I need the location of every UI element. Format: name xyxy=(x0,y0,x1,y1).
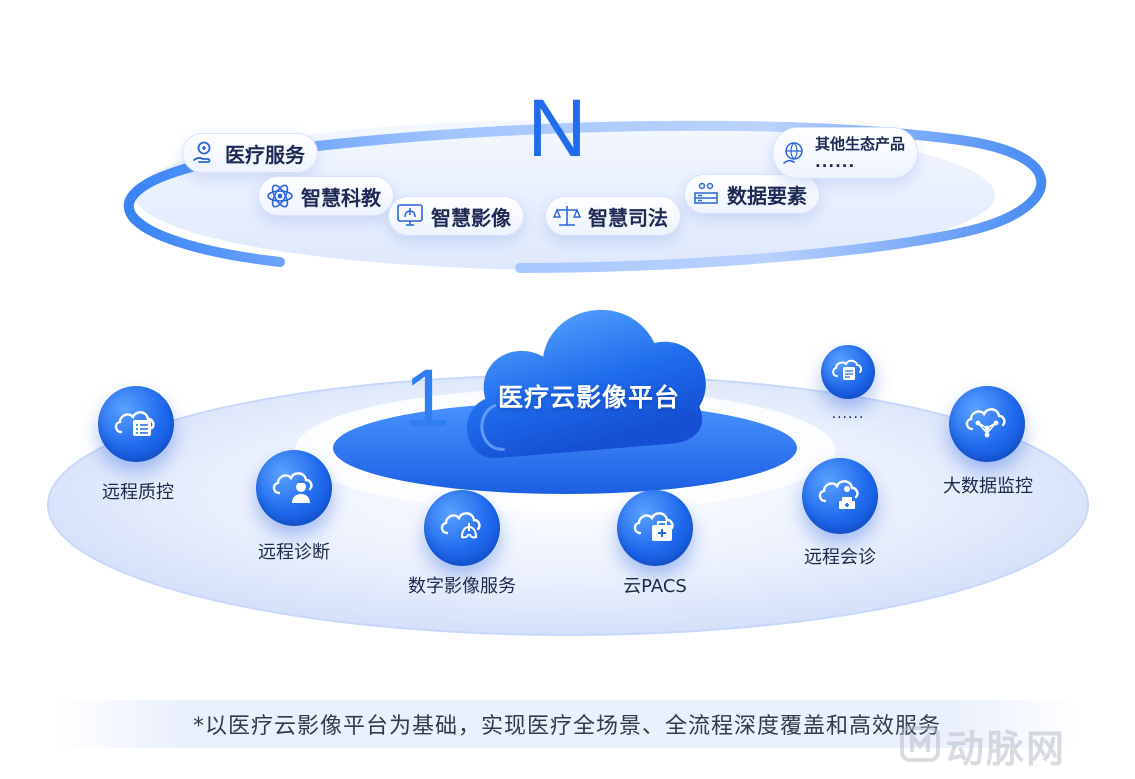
cloud-medkit-icon xyxy=(630,505,680,551)
service-label: 远程诊断 xyxy=(258,542,330,563)
service-node-remote-qc[interactable] xyxy=(98,386,174,462)
footnote: *以医疗云影像平台为基础，实现医疗全场景、全流程深度覆盖和高效服务 xyxy=(57,700,1077,748)
service-node-remote-diagnosis[interactable] xyxy=(256,450,332,526)
cloud-doctor-icon xyxy=(269,465,319,511)
service-label: 远程质控 xyxy=(102,482,174,503)
service-node-remote-consult[interactable] xyxy=(802,458,878,534)
service-node-digital-imaging[interactable] xyxy=(424,490,500,566)
platform-number-one: 1 xyxy=(404,353,450,444)
cloud-lungs-icon xyxy=(437,505,487,551)
lungs-monitor-icon xyxy=(395,201,425,231)
ecosystem-item-label: 数据要素 xyxy=(727,183,807,208)
cloud-list-icon xyxy=(111,402,161,446)
service-node-more[interactable] xyxy=(821,345,875,399)
service-label: 大数据监控 xyxy=(943,476,1033,497)
platform-cloud xyxy=(467,309,706,458)
ecosystem-item-other-products[interactable]: 其他生态产品 ...... xyxy=(772,127,919,179)
service-label: 数字影像服务 xyxy=(408,576,516,597)
service-label: 远程会诊 xyxy=(804,547,876,568)
hand-medical-icon xyxy=(189,138,219,168)
globe-leaf-icon xyxy=(779,138,809,168)
data-stack-icon xyxy=(691,179,721,209)
ecosystem-item-label: 智慧科教 xyxy=(301,185,381,210)
service-node-cloud-pacs[interactable] xyxy=(617,490,693,566)
watermark-text: 动脉网 xyxy=(946,727,1067,771)
cloud-network-icon xyxy=(962,401,1012,447)
cloud-doc-icon xyxy=(830,355,866,389)
footnote-text: *以医疗云影像平台为基础，实现医疗全场景、全流程深度覆盖和高效服务 xyxy=(192,714,941,739)
ecosystem-item-smart-imaging[interactable]: 智慧影像 xyxy=(388,196,524,236)
service-label: 云PACS xyxy=(623,576,687,597)
service-label: ...... xyxy=(831,406,865,422)
scales-icon xyxy=(552,201,582,231)
ecosystem-letter-n: N xyxy=(527,83,587,174)
ecosystem-item-data-elements[interactable]: 数据要素 xyxy=(684,174,820,214)
ecosystem-item-label: 智慧影像 xyxy=(431,205,511,230)
watermark-logo-icon xyxy=(900,724,940,768)
ecosystem-item-label: 智慧司法 xyxy=(588,205,668,230)
atom-icon xyxy=(265,181,295,211)
service-node-big-data-monitor[interactable] xyxy=(949,386,1025,462)
ecosystem-item-smart-judiciary[interactable]: 智慧司法 xyxy=(545,196,681,236)
cloud-consult-icon xyxy=(815,473,865,519)
ecosystem-item-medical-service[interactable]: 医疗服务 xyxy=(182,133,318,173)
ecosystem-item-label: 其他生态产品 xyxy=(815,135,906,153)
platform-title: 医疗云影像平台 xyxy=(497,383,680,412)
watermark: 动脉网 xyxy=(900,718,1066,773)
ecosystem-item-smart-education[interactable]: 智慧科教 xyxy=(258,176,394,216)
ecosystem-item-more: ...... xyxy=(815,153,856,171)
ecosystem-item-label: 医疗服务 xyxy=(225,142,305,167)
